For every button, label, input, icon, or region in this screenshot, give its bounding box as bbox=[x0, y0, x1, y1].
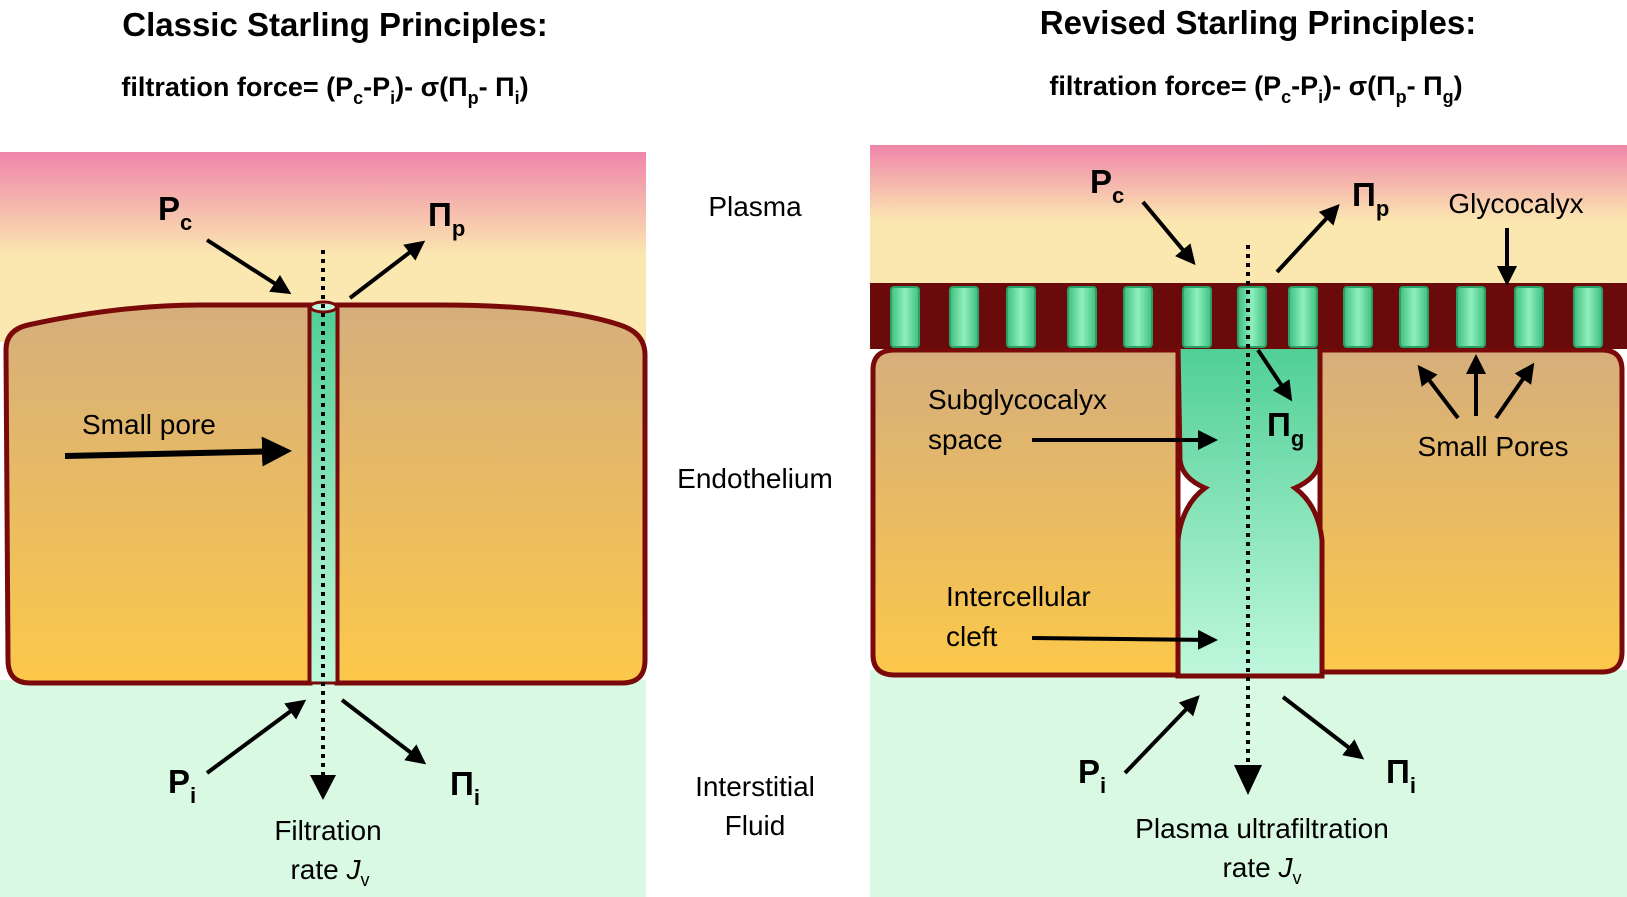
revised-formula: filtration force= (Pc-Pi)- σ(Πp- Πg) bbox=[1049, 71, 1462, 107]
pig-arrow bbox=[1256, 348, 1293, 402]
plasma-region-right bbox=[870, 145, 1627, 285]
subglycocalyx-label-line2: space bbox=[928, 424, 1003, 455]
small-pores-label: Small Pores bbox=[1418, 431, 1569, 462]
intercellular-label-line2: cleft bbox=[946, 621, 998, 652]
intercellular-cleft bbox=[1175, 342, 1325, 679]
endothelial-cell-right-b bbox=[1317, 347, 1625, 675]
filtration-rate-line2: rate Jv bbox=[290, 854, 369, 890]
pc-arrow-left bbox=[205, 238, 292, 295]
pii-arrow-right bbox=[1281, 695, 1365, 760]
pi-symbol-right: Pi bbox=[1078, 753, 1106, 798]
intercellular-arrow bbox=[1031, 629, 1218, 650]
classic-formula: filtration force= (Pc-Pi)- σ(Πp- Πi) bbox=[121, 72, 528, 108]
endothelium-label: Endothelium bbox=[677, 463, 833, 494]
ultrafiltration-line2: rate Jv bbox=[1222, 852, 1301, 888]
small-pores-arrow-1 bbox=[1417, 364, 1460, 420]
interstitial-label-line2: Fluid bbox=[725, 810, 786, 841]
filtration-arrowhead-left bbox=[310, 775, 336, 800]
interstitial-label-line1: Interstitial bbox=[695, 771, 815, 802]
plasma-label: Plasma bbox=[708, 191, 802, 222]
pig-symbol: Πg bbox=[1267, 406, 1304, 451]
pi-arrow-left bbox=[205, 699, 307, 775]
small-pore-label: Small pore bbox=[82, 409, 216, 440]
pip-arrow-left bbox=[348, 240, 426, 300]
pii-arrow-left bbox=[340, 698, 427, 765]
ultrafiltration-line1: Plasma ultrafiltration bbox=[1135, 813, 1389, 844]
pip-symbol-right: Πp bbox=[1352, 176, 1389, 221]
endothelial-cell-left-a bbox=[3, 302, 313, 686]
pc-symbol-right: Pc bbox=[1090, 163, 1124, 208]
glycocalyx-label: Glycocalyx bbox=[1448, 188, 1583, 219]
pc-symbol-left: Pc bbox=[158, 190, 192, 235]
pii-symbol-left: Πi bbox=[450, 765, 480, 810]
revised-panel bbox=[870, 145, 1627, 897]
classic-panel bbox=[0, 152, 648, 897]
filtration-rate-line1: Filtration bbox=[274, 815, 381, 846]
small-pore-arrow bbox=[64, 436, 292, 467]
pip-arrow-right bbox=[1275, 204, 1340, 274]
classic-title: Classic Starling Principles: bbox=[122, 6, 548, 43]
pip-symbol-left: Πp bbox=[428, 196, 465, 241]
filtration-arrowhead-right bbox=[1234, 765, 1262, 795]
glycocalyx-pores bbox=[890, 286, 1603, 348]
pii-symbol-right: Πi bbox=[1386, 753, 1416, 798]
small-pores-arrow-3 bbox=[1494, 362, 1535, 420]
endothelial-cell-left-b bbox=[334, 302, 648, 686]
intercellular-label-line1: Intercellular bbox=[946, 581, 1091, 612]
pi-arrow-right bbox=[1123, 695, 1200, 775]
subglycocalyx-label-line1: Subglycocalyx bbox=[928, 384, 1107, 415]
pi-symbol-left: Pi bbox=[168, 763, 196, 808]
revised-title: Revised Starling Principles: bbox=[1040, 4, 1476, 41]
pc-arrow-right bbox=[1141, 200, 1196, 266]
